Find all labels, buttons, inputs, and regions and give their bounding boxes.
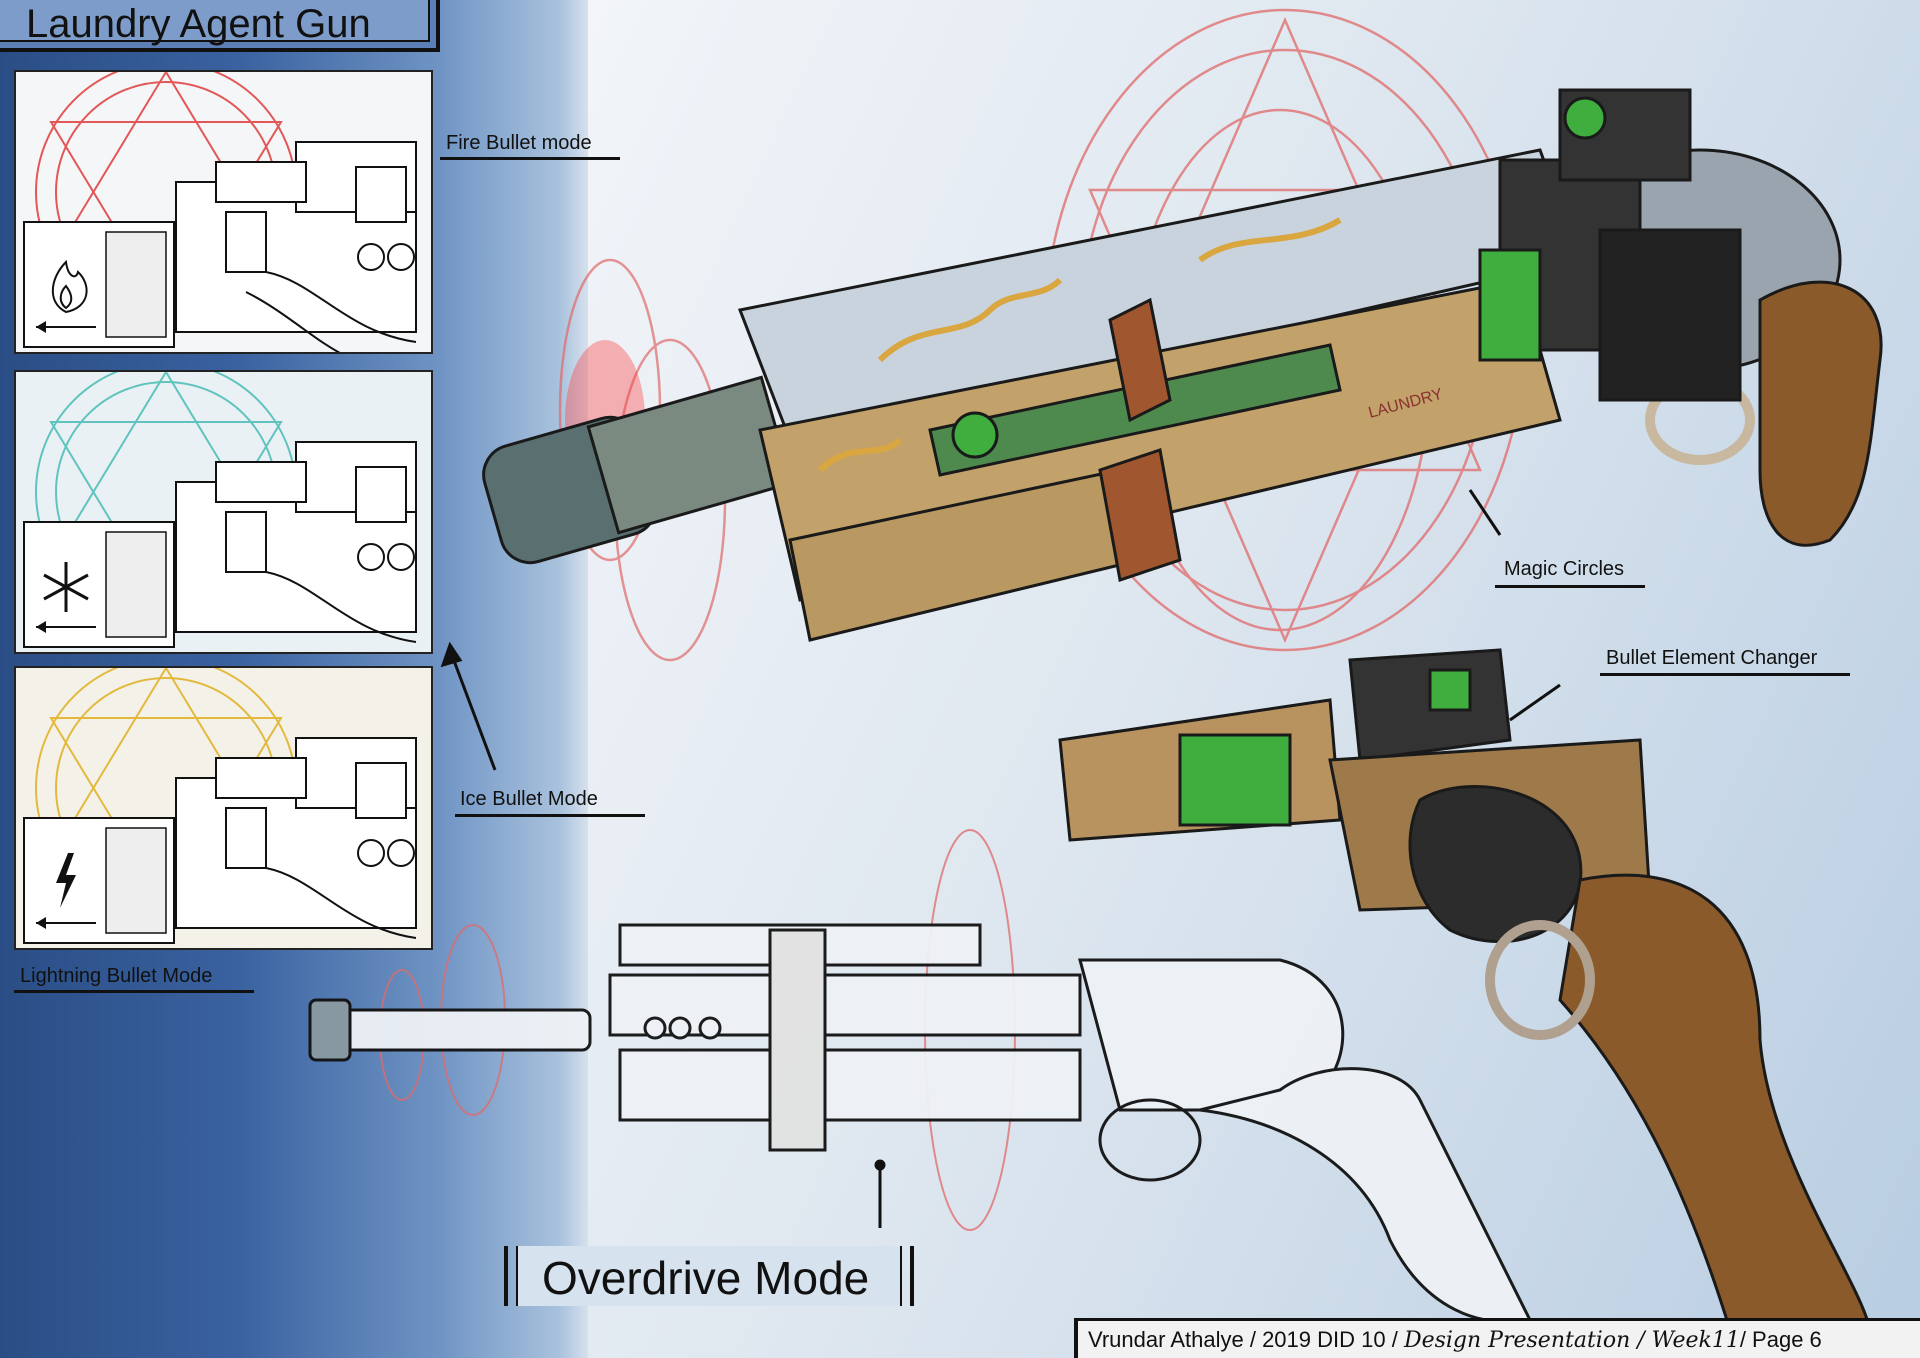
element-changer-label: Bullet Element Changer [1606, 647, 1818, 669]
gun-sketch-ice [175, 441, 417, 643]
fire-screen [23, 221, 175, 348]
footer-handwritten: Design Presentation / Week11 [1403, 1328, 1740, 1353]
overdrive-mode-box: Overdrive Mode [504, 1246, 914, 1306]
footer-credit: Vrundar Athalye / 2019 DID 10 / Design P… [1074, 1318, 1920, 1358]
footer-page: / Page 6 [1739, 1327, 1822, 1352]
fire-mode-label: Fire Bullet mode [446, 132, 592, 154]
fire-mode-panel [14, 70, 433, 354]
title-box: Laundry Agent Gun [0, 0, 440, 52]
ice-mode-label: Ice Bullet Mode [460, 788, 598, 810]
overdrive-mode-label: Overdrive Mode [542, 1252, 870, 1304]
magic-circles-label: Magic Circles [1504, 558, 1625, 580]
annotation-leaders [440, 489, 1561, 1228]
ice-mode-panel [14, 370, 433, 654]
lightning-bolt-icon [56, 853, 76, 908]
flame-icon [51, 259, 88, 314]
lightning-mode-panel [14, 666, 433, 950]
gun-revolver [1058, 648, 1872, 1332]
gun-colored-main [482, 88, 1883, 642]
gun-sketch-lightning [175, 737, 417, 939]
footer-author: Vrundar Athalye / 2019 DID 10 / [1088, 1327, 1404, 1352]
lightning-screen [23, 817, 175, 944]
ice-screen [23, 521, 175, 648]
page-title: Laundry Agent Gun [26, 2, 371, 46]
lightning-mode-label: Lightning Bullet Mode [20, 965, 213, 987]
gun-sketch-overdrive [308, 923, 1533, 1324]
gun-sketch-fire [175, 141, 417, 352]
snowflake-icon [43, 562, 89, 612]
